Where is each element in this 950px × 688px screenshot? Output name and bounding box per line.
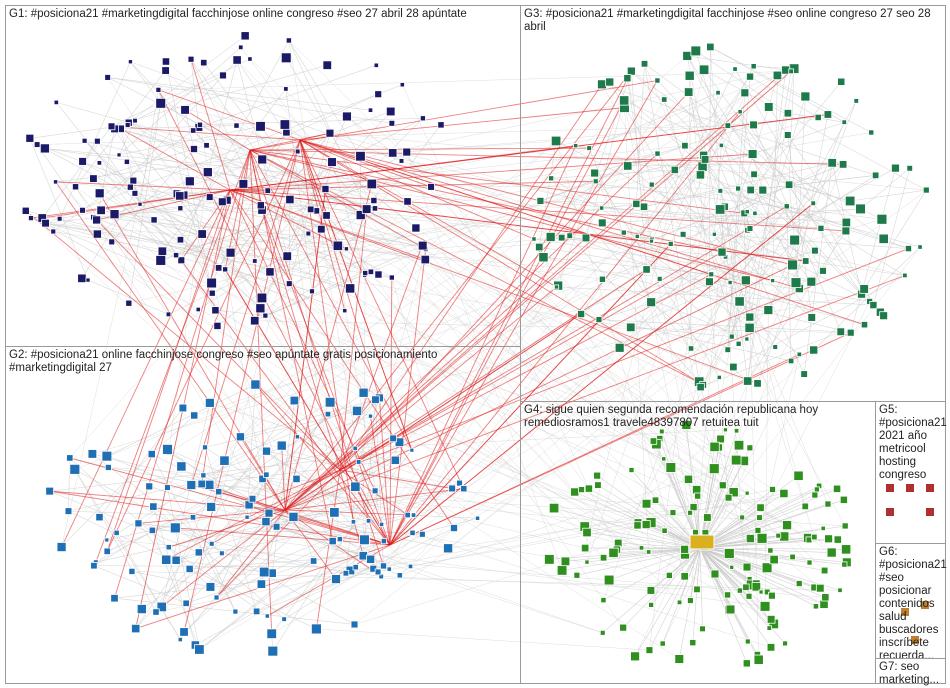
group-panel-g7: G7: seo marketing... [875,658,946,684]
group-title-g5: G5: #posiciona21 2021 año metricool host… [879,404,945,482]
group-title-g2: G2: #posiciona21 online facchinjose cong… [9,349,519,375]
group-panel-g2: G2: #posiciona21 online facchinjose cong… [5,346,521,684]
group-title-g4: G4: sigue quien segunda recomendación re… [524,404,824,430]
group-title-g3: G3: #posiciona21 #marketingdigital facch… [524,8,944,34]
group-panel-g5: G5: #posiciona21 2021 año metricool host… [875,401,946,544]
group-title-g6: G6: #posiciona21 #seo posicionar conteni… [879,546,945,663]
group-panel-g3: G3: #posiciona21 #marketingdigital facch… [520,5,946,402]
group-title-g7: G7: seo marketing... [879,661,945,687]
group-title-g1: G1: #posiciona21 #marketingdigital facch… [9,8,509,21]
group-panel-g1: G1: #posiciona21 #marketingdigital facch… [5,5,521,347]
group-panel-g6: G6: #posiciona21 #seo posicionar conteni… [875,543,946,659]
group-panel-g4: G4: sigue quien segunda recomendación re… [520,401,876,684]
